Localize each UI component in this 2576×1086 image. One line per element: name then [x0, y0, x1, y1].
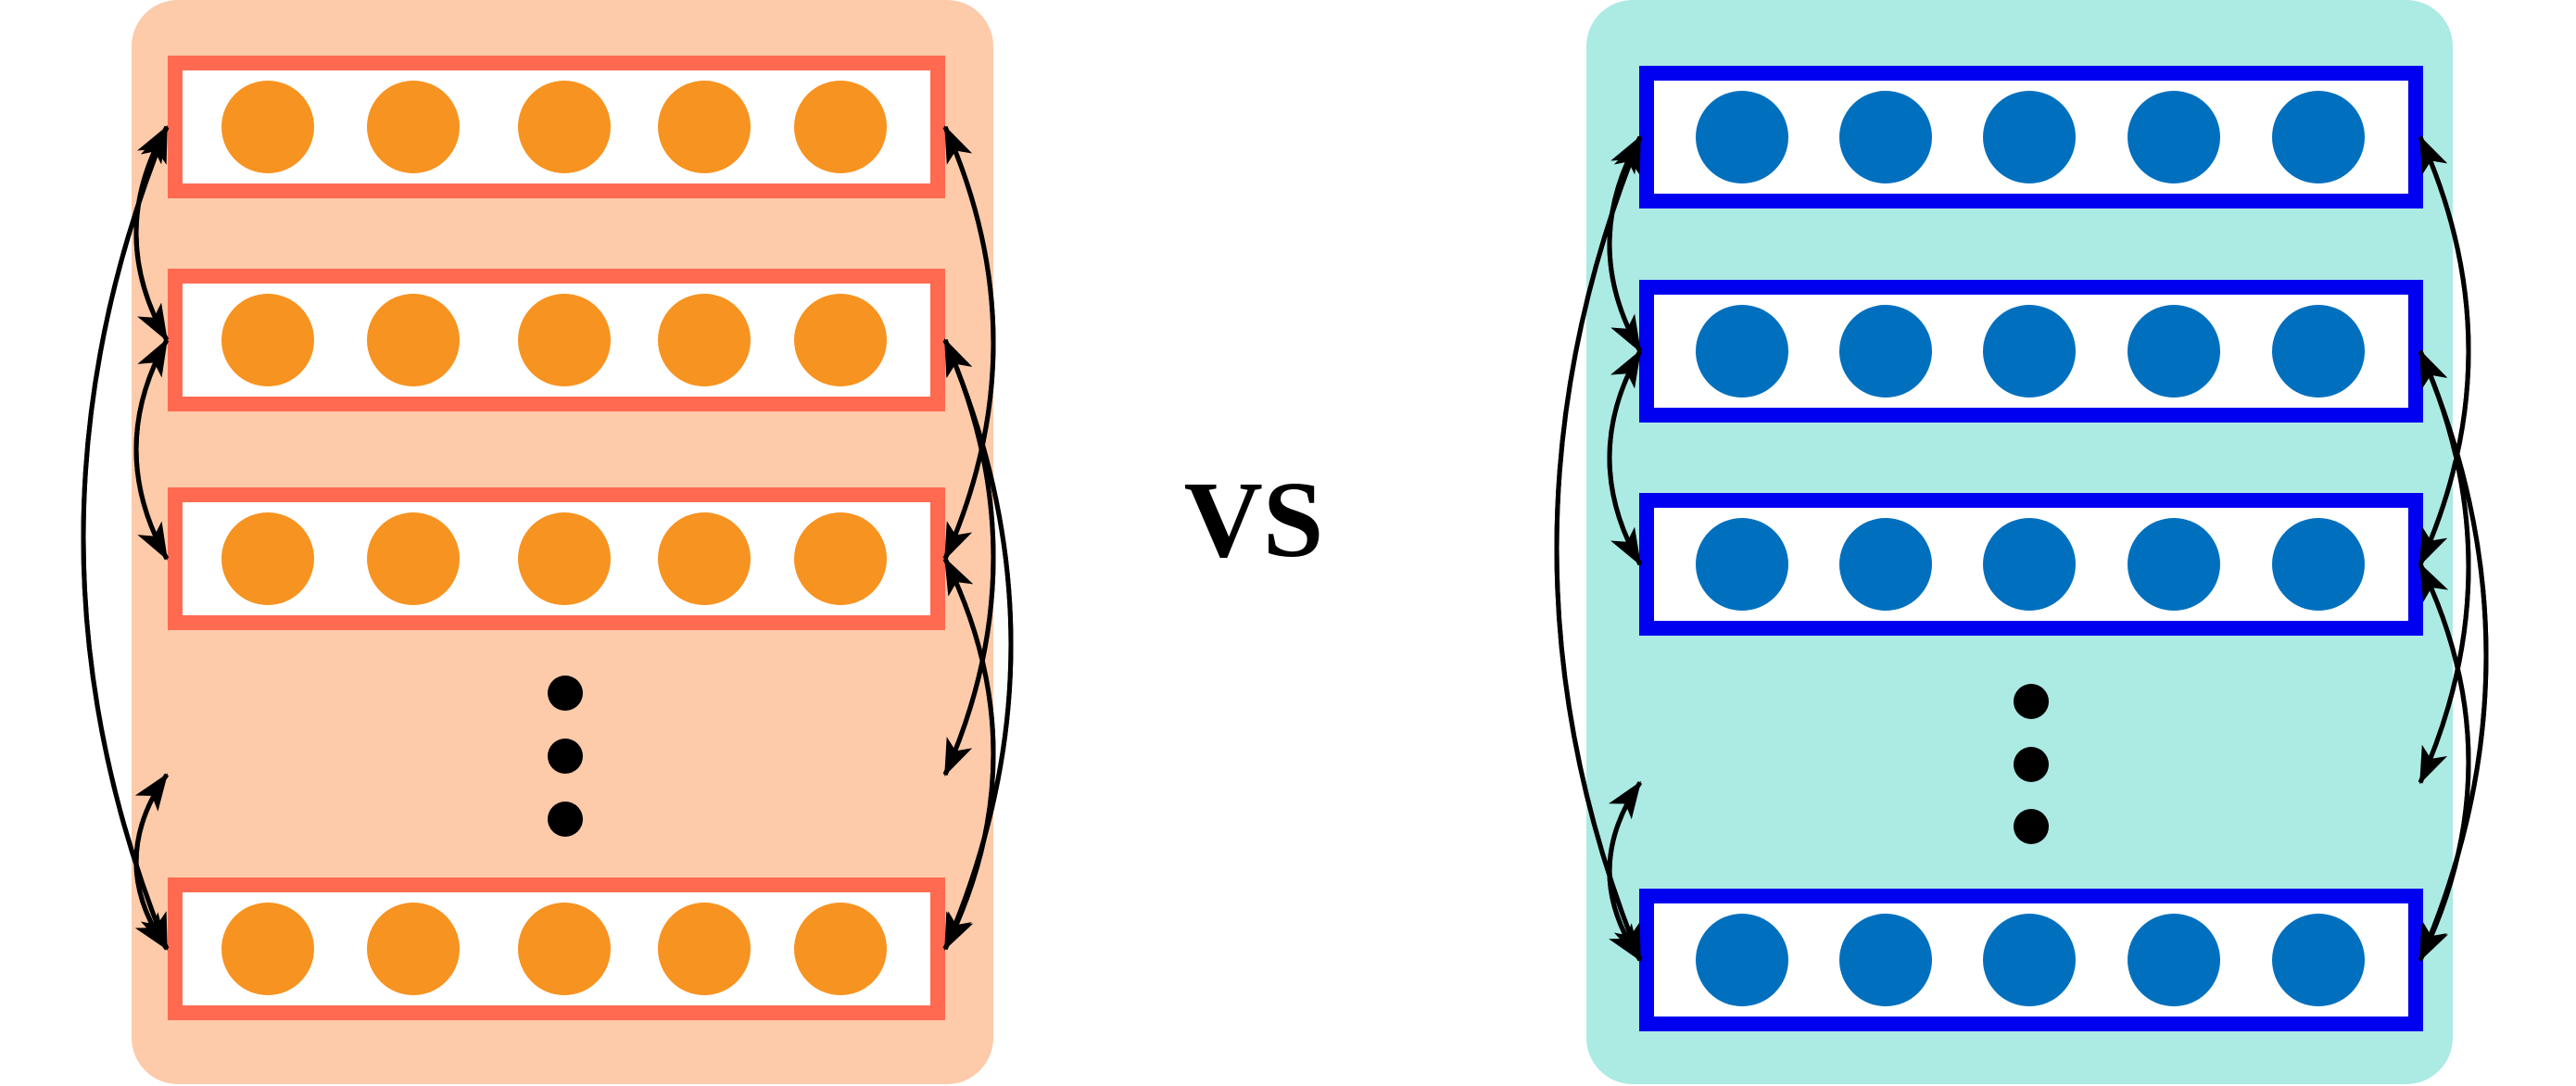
left-row-1-node-3: [518, 81, 611, 173]
left-row-2-node-2: [367, 294, 460, 386]
left-row-2-node-1: [221, 294, 314, 386]
right-connection-3-5: [2418, 562, 2471, 962]
right-ellipsis-dot-3: [2014, 809, 2049, 844]
right-row-2-node-3: [1983, 305, 2076, 398]
left-ellipsis-dot-1: [548, 676, 583, 711]
right-row-1-node-1: [1696, 91, 1788, 183]
left-connection-3-5: [942, 557, 996, 951]
left-panel: [81, 0, 1014, 1084]
right-row-1-node-5: [2272, 91, 2365, 183]
right-row-3-node-4: [2128, 518, 2220, 611]
right-row-1: [1639, 66, 2423, 208]
left-row-4-node-3: [518, 903, 611, 995]
left-connection-2-3: [133, 338, 170, 561]
left-row-1-node-4: [658, 81, 751, 173]
left-row-3-node-3: [518, 512, 611, 605]
vs-label: VS: [1184, 459, 1324, 580]
right-row-3-node-5: [2272, 518, 2365, 611]
left-row-3-node-2: [367, 512, 460, 605]
left-ellipsis-dot-2: [548, 739, 583, 774]
right-row-1-node-2: [1839, 91, 1932, 183]
right-row-2-node-4: [2128, 305, 2220, 398]
left-row-4-node-5: [794, 903, 887, 995]
left-row-2-node-3: [518, 294, 611, 386]
left-row-2-node-4: [658, 294, 751, 386]
left-row-4-node-4: [658, 903, 751, 995]
left-row-2: [168, 269, 945, 411]
right-arrow-up: [2418, 135, 2471, 566]
left-row-4-node-2: [367, 903, 460, 995]
right-row-4-node-3: [1983, 914, 2076, 1006]
left-row-3-node-4: [658, 512, 751, 605]
right-row-2-node-5: [2272, 305, 2365, 398]
right-arrow-up: [1554, 135, 1643, 961]
right-row-4-node-1: [1696, 914, 1788, 1006]
left-arrow-up: [942, 125, 996, 561]
right-ellipsis-dot-2: [2014, 747, 2049, 782]
right-row-1-node-4: [2128, 91, 2220, 183]
right-row-2-node-2: [1839, 305, 1932, 398]
right-row-3: [1639, 493, 2423, 636]
right-ellipsis-dot-1: [2014, 684, 2049, 719]
right-row-2: [1639, 280, 2423, 423]
left-row-4: [168, 878, 945, 1020]
right-connection-2-3: [1607, 349, 1643, 566]
right-arrow-up: [2418, 349, 2471, 784]
left-connection-1-5: [81, 125, 170, 951]
right-row-2-node-1: [1696, 305, 1788, 398]
right-connection-1-5: [1554, 135, 1643, 962]
left-connection-2-4: [942, 338, 996, 777]
right-connection-2-4: [2418, 349, 2471, 785]
right-panel: [1554, 0, 2489, 1084]
left-arrow-up: [942, 557, 996, 951]
left-row-1-node-1: [221, 81, 314, 173]
left-row-2-node-5: [794, 294, 887, 386]
left-row-4-node-1: [221, 903, 314, 995]
right-row-4: [1639, 889, 2423, 1031]
left-row-3: [168, 487, 945, 630]
right-row-3-node-1: [1696, 518, 1788, 611]
left-row-3-node-1: [221, 512, 314, 605]
right-row-3-node-2: [1839, 518, 1932, 611]
right-row-4-node-2: [1839, 914, 1932, 1006]
right-row-3-node-3: [1983, 518, 2076, 611]
left-ellipsis-dot-3: [548, 802, 583, 837]
left-row-1-node-5: [794, 81, 887, 173]
right-row-4-node-4: [2128, 914, 2220, 1006]
left-row-3-node-5: [794, 512, 887, 605]
left-arrow-up: [133, 338, 170, 561]
right-row-1-node-3: [1983, 91, 2076, 183]
right-row-4-node-5: [2272, 914, 2365, 1006]
right-connection-1-3: [2418, 135, 2471, 566]
right-arrow-up: [1607, 349, 1643, 566]
left-row-1: [168, 56, 945, 198]
left-arrow-up: [81, 125, 170, 950]
left-row-1-node-2: [367, 81, 460, 173]
right-arrow-up: [2418, 562, 2471, 962]
left-connection-1-3: [942, 125, 996, 561]
left-arrow-up: [942, 338, 996, 777]
